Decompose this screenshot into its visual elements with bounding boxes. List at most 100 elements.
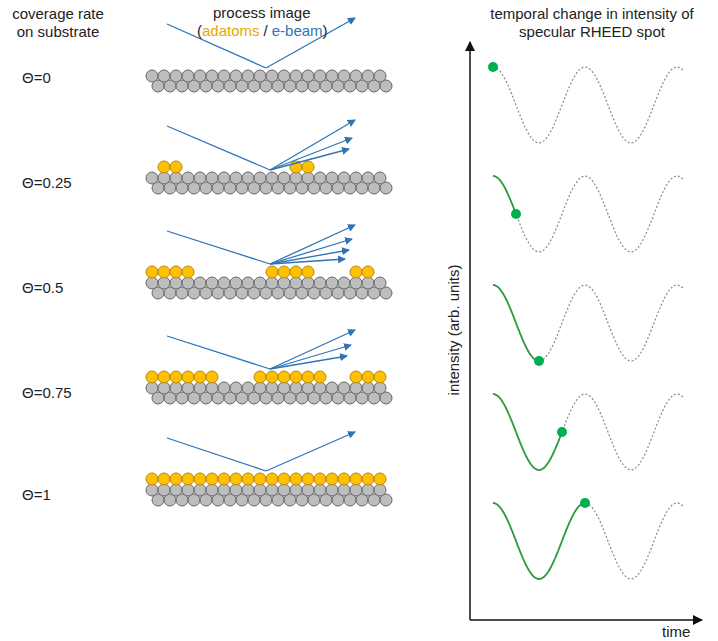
coverage-label: Θ=0 xyxy=(22,69,51,87)
substrate-atom xyxy=(194,277,206,289)
current-point xyxy=(488,62,498,72)
substrate-atom xyxy=(194,70,206,82)
substrate-atom xyxy=(302,382,314,394)
adatom xyxy=(254,473,266,485)
adatom xyxy=(350,473,362,485)
reflected-beam xyxy=(270,259,345,264)
column-header: temporal change in intensity of specular… xyxy=(472,5,712,41)
substrate-atom xyxy=(158,484,170,496)
substrate-atom xyxy=(326,172,338,184)
substrate-atom xyxy=(314,382,326,394)
adatom xyxy=(302,371,314,383)
substrate-atom xyxy=(254,172,266,184)
coverage-label: Θ=0.25 xyxy=(22,174,72,192)
adatom xyxy=(302,473,314,485)
substrate-atom xyxy=(350,382,362,394)
substrate-atom xyxy=(218,382,230,394)
substrate-atom xyxy=(374,70,386,82)
current-point xyxy=(557,427,567,437)
substrate-atom xyxy=(194,172,206,184)
adatom xyxy=(194,473,206,485)
adatom xyxy=(158,473,170,485)
substrate-atom xyxy=(206,70,218,82)
intensity-curve-dotted xyxy=(493,176,683,252)
header-part: ) xyxy=(323,22,328,40)
substrate-atom xyxy=(362,382,374,394)
substrate-atom xyxy=(290,70,302,82)
substrate-atom xyxy=(266,382,278,394)
substrate-atom xyxy=(218,172,230,184)
substrate-atom xyxy=(302,70,314,82)
substrate-atom xyxy=(374,484,386,496)
substrate-atom xyxy=(338,484,350,496)
adatom xyxy=(278,371,290,383)
substrate-atom xyxy=(230,172,242,184)
substrate-atom xyxy=(362,172,374,184)
substrate-atom xyxy=(170,277,182,289)
adatom xyxy=(278,266,290,278)
reflected-beam xyxy=(270,138,352,170)
substrate-atom xyxy=(170,382,182,394)
header-part: adatoms xyxy=(202,22,260,40)
substrate-atom xyxy=(374,277,386,289)
substrate-atom xyxy=(374,172,386,184)
substrate-atom xyxy=(254,484,266,496)
adatom xyxy=(314,371,326,383)
y-axis xyxy=(469,42,471,620)
substrate-atom xyxy=(206,382,218,394)
substrate-group xyxy=(146,225,392,299)
substrate-atom xyxy=(158,70,170,82)
intensity-curve-dotted xyxy=(493,67,683,143)
substrate-atom xyxy=(278,382,290,394)
reflected-beam xyxy=(270,330,355,369)
adatom xyxy=(170,371,182,383)
adatom xyxy=(266,371,278,383)
intensity-curve-dotted xyxy=(493,503,683,579)
substrate-atom xyxy=(146,277,158,289)
substrate-atom xyxy=(158,277,170,289)
coverage-label: Θ=0.5 xyxy=(22,279,63,297)
substrate-atom xyxy=(314,70,326,82)
substrate-atom xyxy=(242,70,254,82)
substrate-atom xyxy=(218,484,230,496)
adatom xyxy=(206,473,218,485)
substrate-atom xyxy=(350,172,362,184)
substrate-atom xyxy=(338,172,350,184)
substrate-atom xyxy=(290,277,302,289)
legend-line: (adatoms/e-beam) xyxy=(197,22,328,40)
substrate-atom xyxy=(182,277,194,289)
substrate-atom xyxy=(302,484,314,496)
current-point xyxy=(511,209,521,219)
adatom xyxy=(194,371,206,383)
substrate-atom xyxy=(146,172,158,184)
intensity-curve-progress xyxy=(493,503,585,579)
adatom xyxy=(314,473,326,485)
reflected-beam xyxy=(270,239,352,264)
substrate-atom xyxy=(374,382,386,394)
reflected-beam xyxy=(266,432,355,471)
substrate-atom xyxy=(254,382,266,394)
substrate-atom xyxy=(314,484,326,496)
adatom xyxy=(278,473,290,485)
adatom xyxy=(350,371,362,383)
substrate-atom xyxy=(182,70,194,82)
substrate-atom xyxy=(230,382,242,394)
adatom xyxy=(350,266,362,278)
substrate-atom xyxy=(278,70,290,82)
current-point xyxy=(534,356,544,366)
substrate-atom xyxy=(194,382,206,394)
adatom xyxy=(254,371,266,383)
substrate-atom xyxy=(158,172,170,184)
substrate-atom xyxy=(146,484,158,496)
incident-beam xyxy=(167,438,266,471)
adatom xyxy=(290,266,302,278)
adatom xyxy=(302,161,314,173)
substrate-atom xyxy=(146,382,158,394)
substrate-atom xyxy=(266,484,278,496)
substrate-atom xyxy=(362,484,374,496)
substrate-atom xyxy=(206,484,218,496)
incident-beam xyxy=(167,126,270,170)
coverage-label: Θ=1 xyxy=(22,486,51,504)
header-part: e-beam xyxy=(272,22,323,40)
